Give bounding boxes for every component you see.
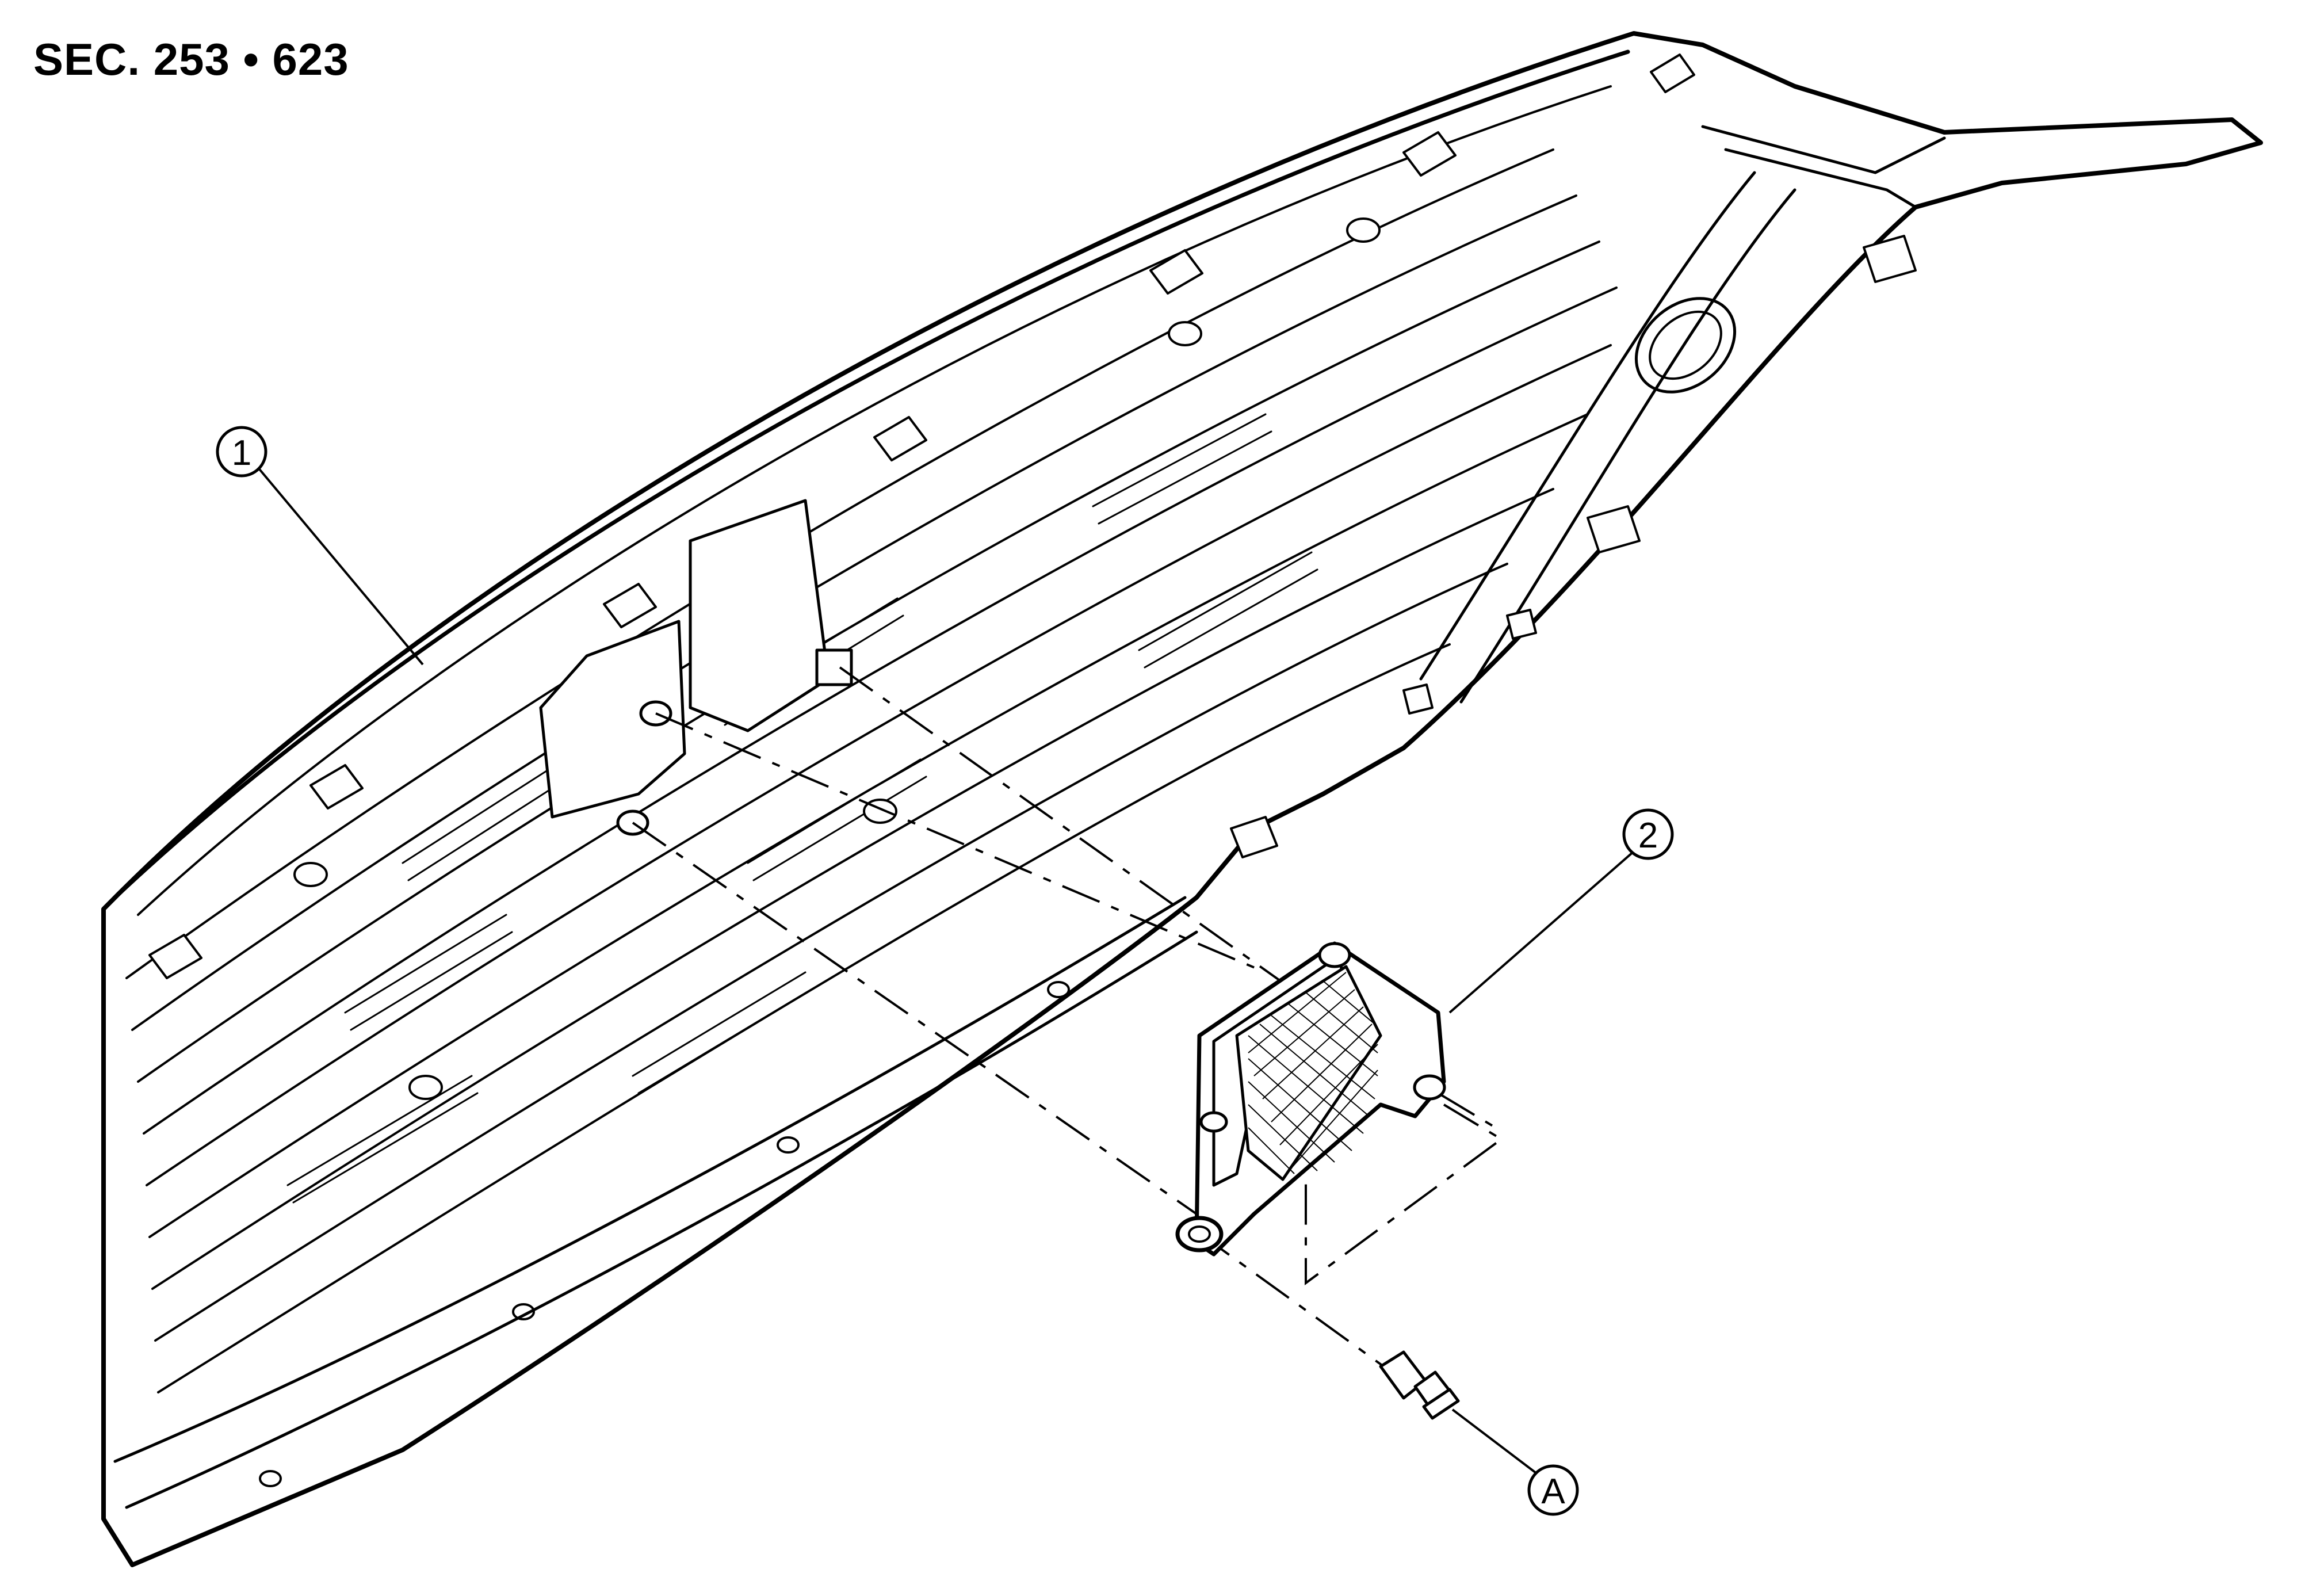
leader-line-2 bbox=[1448, 850, 1635, 1014]
sensor-radome-mesh bbox=[1248, 972, 1378, 1174]
leader-lines bbox=[257, 466, 1635, 1474]
top-edge-clips bbox=[148, 54, 1695, 979]
grille-top-rim-inner bbox=[137, 85, 1612, 916]
callout-a: A bbox=[1527, 1464, 1579, 1516]
mounting-bolt bbox=[1379, 1350, 1460, 1420]
callout-a-circle bbox=[1527, 1464, 1579, 1516]
callout-1-label: 1 bbox=[232, 433, 251, 473]
bolt-flange bbox=[1422, 1388, 1460, 1420]
grille-louver-slots bbox=[286, 413, 1318, 1204]
grille-assembly bbox=[101, 31, 2263, 1567]
guide-line-top bbox=[655, 712, 1266, 973]
right-side-tabs bbox=[1230, 235, 1917, 858]
guide-line-lower bbox=[632, 822, 1198, 1215]
bottom-edge-holes bbox=[259, 981, 1070, 1487]
sensor-mount-ear-bottom-hole bbox=[1188, 1225, 1211, 1243]
sensor-mount-ear-left bbox=[1199, 1111, 1228, 1133]
sensor-mount-ear-top bbox=[1318, 942, 1351, 968]
callout-2-label: 2 bbox=[1638, 816, 1658, 856]
exploded-view-guides bbox=[632, 666, 1504, 1382]
sensor-radome bbox=[1235, 965, 1382, 1181]
callout-1: 1 bbox=[216, 426, 267, 478]
sensor-mount-ear-right bbox=[1413, 1074, 1446, 1101]
callout-1-circle bbox=[216, 426, 267, 478]
leader-line-a bbox=[1451, 1408, 1537, 1474]
grille-right-mount-hole bbox=[1634, 297, 1737, 394]
callout-2-circle bbox=[1622, 808, 1674, 860]
grille-right-wing bbox=[1701, 125, 1946, 209]
grille-top-rim bbox=[113, 49, 1630, 900]
grille-louvers bbox=[125, 148, 1618, 1393]
grille-right-mount-hole-inner bbox=[1649, 310, 1722, 380]
leader-line-1 bbox=[257, 466, 424, 666]
callout-a-label: A bbox=[1541, 1472, 1565, 1511]
guide-line-upper bbox=[839, 666, 1497, 1129]
grille-bottom-lip bbox=[113, 896, 1198, 1509]
guide-line-bolt bbox=[1195, 1230, 1405, 1382]
callout-2: 2 bbox=[1622, 808, 1674, 860]
section-reference: SEC. 253 • 623 bbox=[33, 34, 349, 85]
grille-outer-outline bbox=[101, 31, 2263, 1567]
radar-sensor-module bbox=[1175, 941, 1446, 1257]
guide-line-box bbox=[1305, 1103, 1504, 1285]
radar-bracket bbox=[539, 499, 853, 836]
